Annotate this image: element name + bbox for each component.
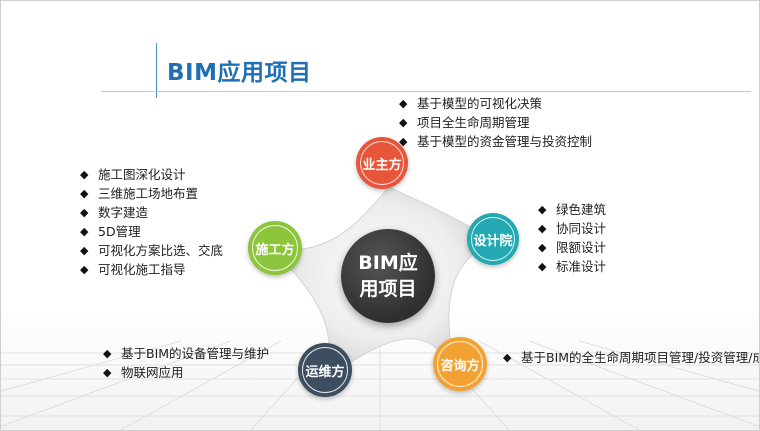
center-label-line1: BIM应 [358, 252, 418, 274]
contractor-list: 施工图深化设计 三维施工场地布置 数字建造 5D管理 可视化方案比选、交底 可视… [78, 165, 223, 279]
node-consultant: 咨询方 [433, 337, 487, 391]
design-list: 绿色建筑 协同设计 限额设计 标准设计 [536, 200, 606, 276]
list-item: 基于模型的可视化决策 [397, 94, 592, 113]
consultant-list: 基于BIM的全生命周期项目管理/投资管理/成本管理 [501, 348, 759, 367]
list-item: 可视化施工指导 [78, 260, 223, 279]
list-item: 基于BIM的全生命周期项目管理/投资管理/成本管理 [501, 348, 759, 367]
page-title: BIM应用项目 [167, 60, 312, 86]
node-owner-label: 业主方 [362, 157, 402, 173]
list-item: 数字建造 [78, 203, 223, 222]
center-label-line2: 用项目 [359, 278, 417, 300]
list-item: 物联网应用 [101, 363, 269, 382]
list-item: 5D管理 [78, 222, 223, 241]
center-hub: BIM应 用项目 [341, 229, 435, 323]
node-contractor-label: 施工方 [255, 242, 295, 258]
list-item: 标准设计 [536, 257, 606, 276]
operations-list: 基于BIM的设备管理与维护 物联网应用 [101, 344, 269, 382]
node-consultant-label: 咨询方 [440, 358, 480, 374]
title-underline [101, 91, 751, 92]
node-design-institute: 设计院 [467, 213, 519, 265]
list-item: 限额设计 [536, 238, 606, 257]
list-item: 三维施工场地布置 [78, 184, 223, 203]
list-item: 基于BIM的设备管理与维护 [101, 344, 269, 363]
list-item: 协同设计 [536, 219, 606, 238]
list-item: 基于模型的资金管理与投资控制 [397, 132, 592, 151]
node-contractor: 施工方 [248, 221, 302, 275]
list-item: 可视化方案比选、交底 [78, 241, 223, 260]
list-item: 施工图深化设计 [78, 165, 223, 184]
node-operations-label: 运维方 [305, 364, 345, 380]
list-item: 项目全生命周期管理 [397, 113, 592, 132]
node-operations: 运维方 [298, 343, 352, 397]
node-design-label: 设计院 [473, 233, 513, 249]
owner-list: 基于模型的可视化决策 项目全生命周期管理 基于模型的资金管理与投资控制 [397, 94, 592, 151]
list-item: 绿色建筑 [536, 200, 606, 219]
title-accent-vertical [156, 43, 157, 98]
